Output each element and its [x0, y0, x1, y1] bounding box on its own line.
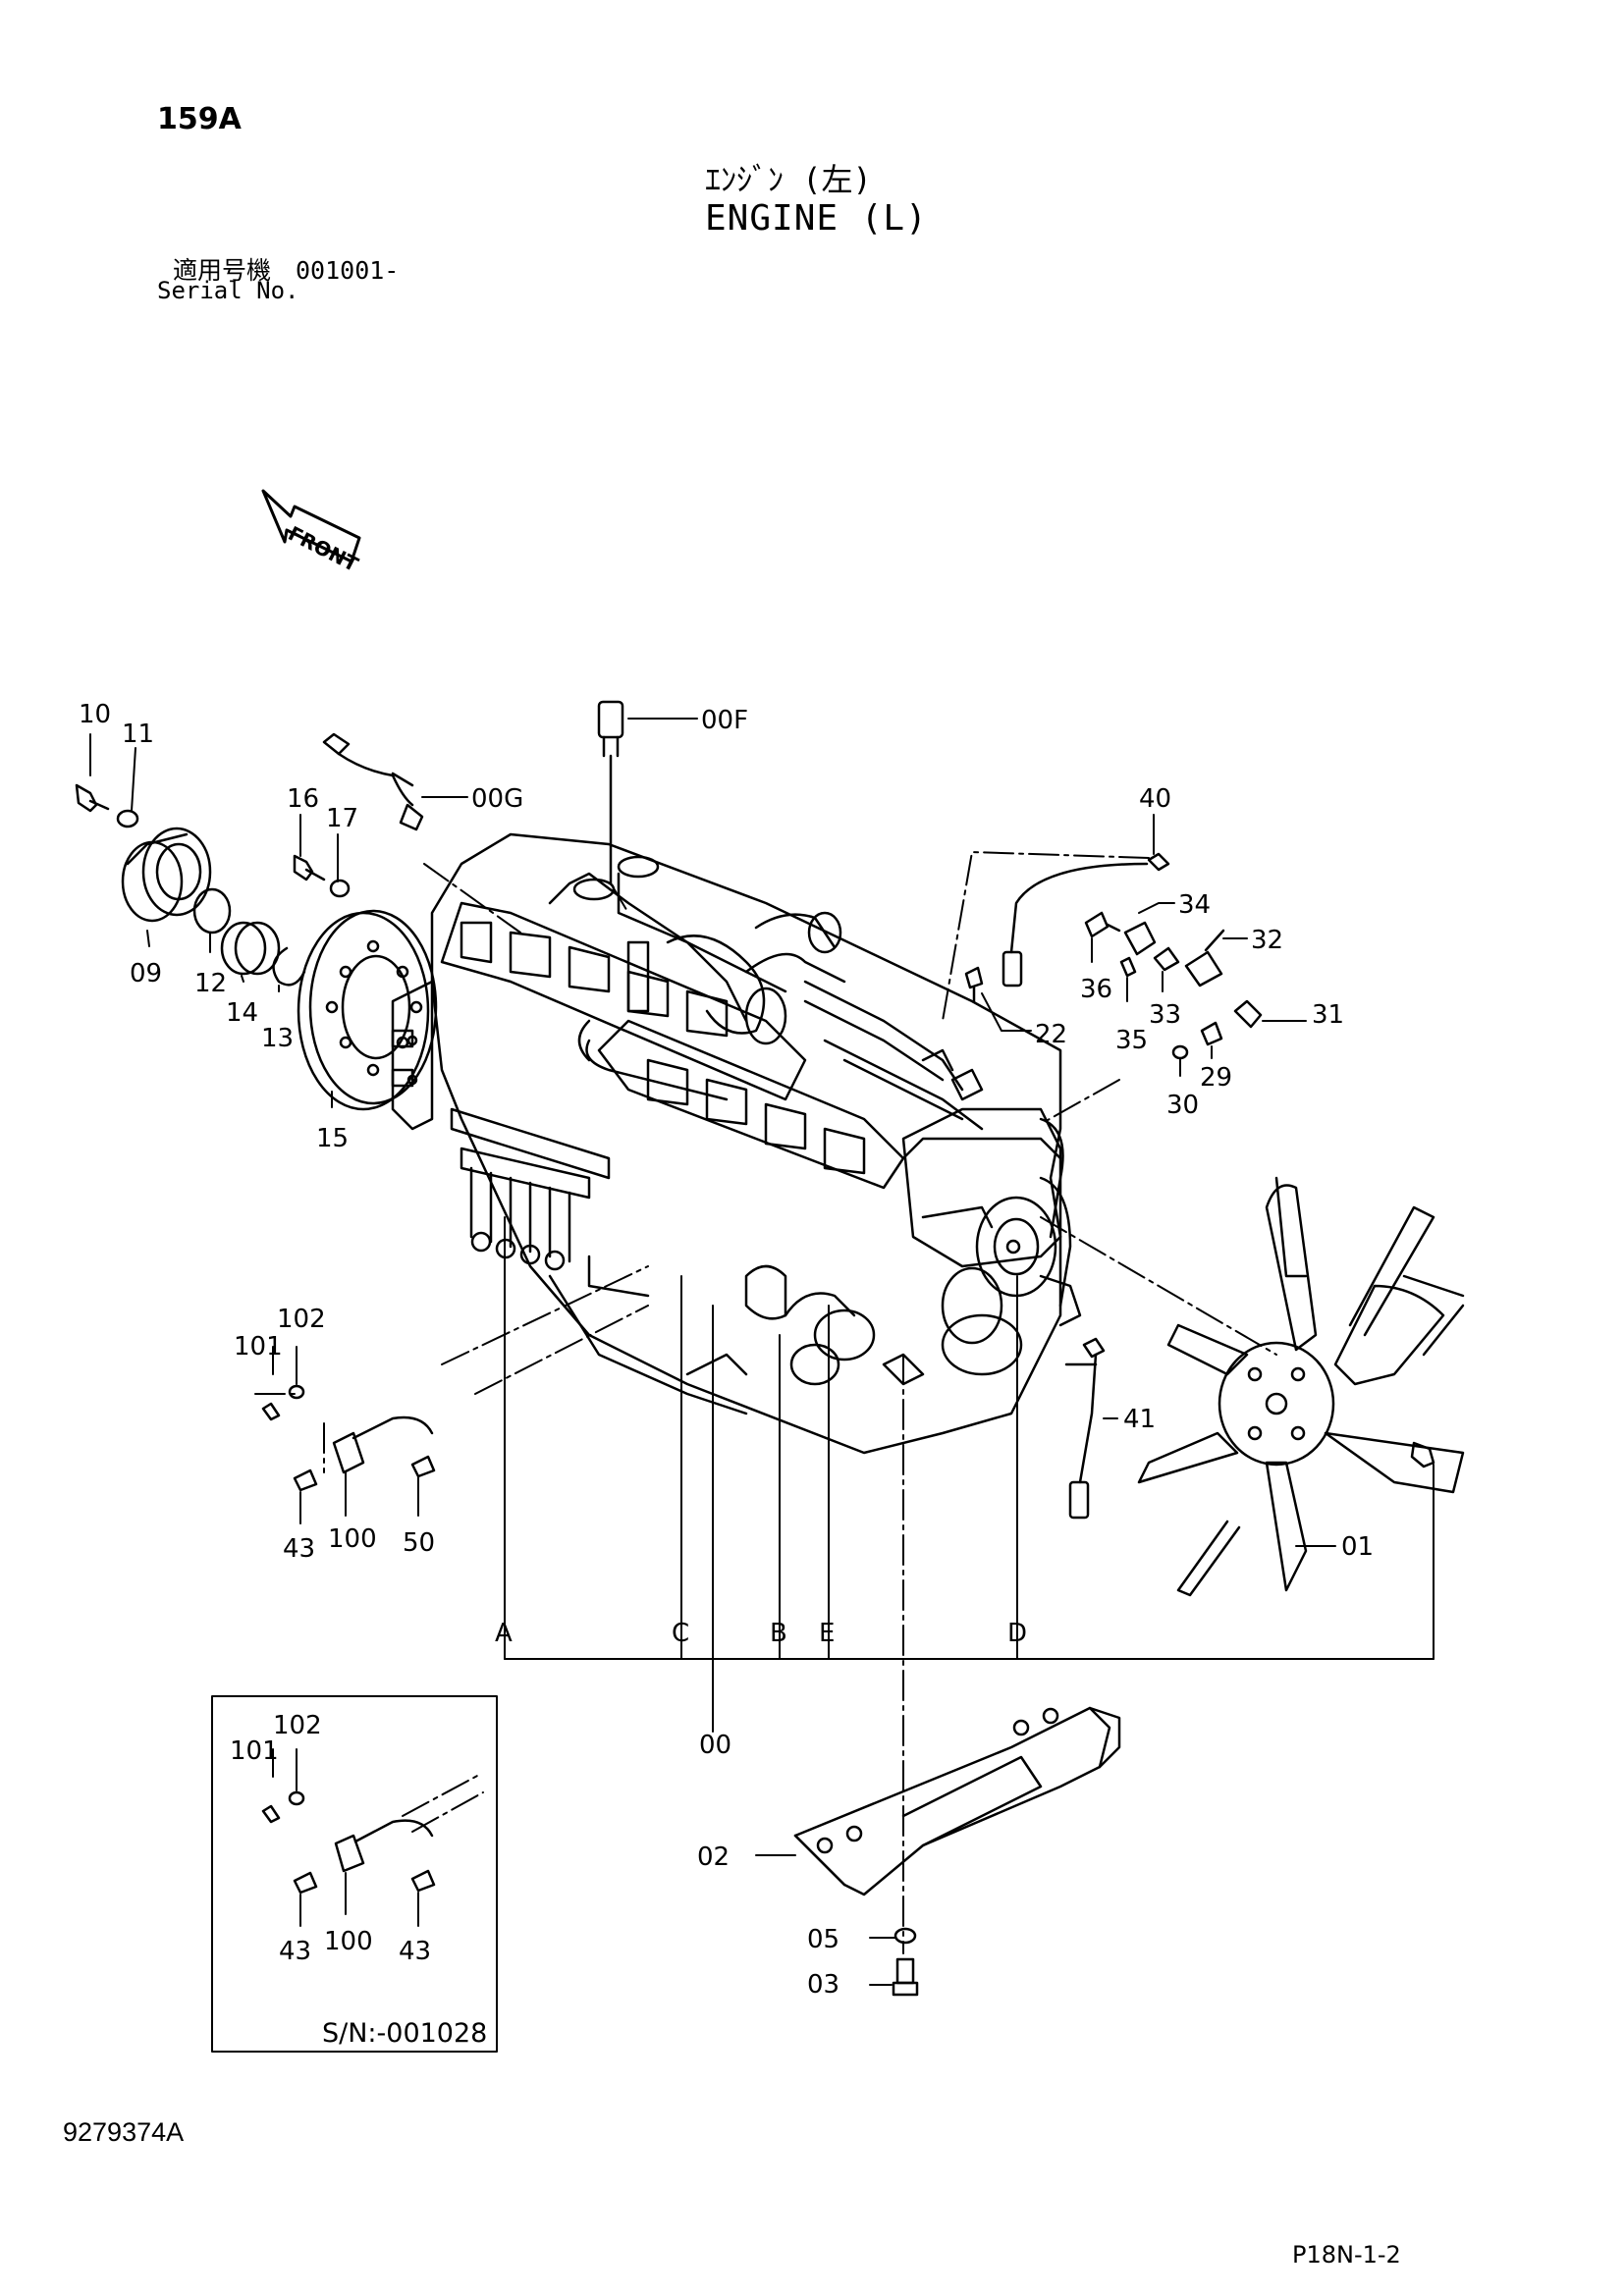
front-arrow-icon: FRONT [261, 489, 362, 576]
engine-assembly [391, 832, 1082, 1455]
label-15: 15 [316, 1124, 349, 1153]
index-E: E [819, 1619, 835, 1648]
reference-index-lines [504, 1216, 1435, 1733]
sensor-00F [597, 700, 624, 885]
serial-inset-box [211, 1695, 498, 2053]
label-102: 102 [277, 1305, 326, 1334]
inset-label-100: 100 [324, 1927, 373, 1956]
page-code: P18N-1-2 [1292, 2241, 1401, 2269]
flywheel-parts [75, 732, 438, 1111]
label-50: 50 [403, 1528, 435, 1558]
leader-lines [89, 718, 1435, 1986]
inset-label-43-left: 43 [279, 1937, 311, 1966]
inset-serial-range: S/N:-001028 [322, 2018, 487, 2049]
label-01: 01 [1341, 1532, 1374, 1562]
part-labels: 10 11 09 12 14 13 16 17 15 00G 00F 40 34… [79, 700, 1374, 2049]
document-code: 9279374A [63, 2117, 185, 2147]
phantom-lines [254, 851, 1277, 1954]
label-03: 03 [807, 1970, 839, 2000]
label-40: 40 [1139, 784, 1171, 814]
title-japanese: ｴﾝｼﾞﾝ (左) [705, 161, 872, 198]
page-number: 159A [157, 102, 242, 136]
label-43: 43 [283, 1534, 315, 1564]
label-17: 17 [326, 804, 358, 833]
label-100: 100 [328, 1524, 377, 1554]
label-22: 22 [1035, 1020, 1067, 1049]
label-16: 16 [287, 784, 319, 814]
cooling-fan [1137, 1176, 1465, 1597]
label-09: 09 [130, 959, 162, 988]
index-B: B [770, 1619, 787, 1648]
label-36: 36 [1080, 975, 1112, 1004]
label-30: 30 [1166, 1091, 1199, 1120]
serial-label-japanese: 適用号機 001001- [173, 256, 400, 285]
label-31: 31 [1312, 1000, 1344, 1030]
hose-fittings [964, 852, 1263, 1520]
label-32: 32 [1251, 926, 1283, 955]
front-arrow-label: FRONT [285, 521, 362, 576]
title-english: ENGINE (L) [705, 198, 928, 239]
label-11: 11 [122, 720, 154, 749]
label-14: 14 [226, 998, 258, 1028]
oil-pipe-assembly [261, 1384, 436, 1492]
label-35: 35 [1115, 1026, 1148, 1055]
label-29: 29 [1200, 1063, 1232, 1093]
index-D: D [1007, 1619, 1027, 1648]
engine-mount-bracket [793, 1706, 1121, 1997]
inset-label-43-right: 43 [399, 1937, 431, 1966]
inset-label-102: 102 [273, 1711, 322, 1740]
label-10: 10 [79, 700, 111, 729]
label-00G: 00G [471, 784, 523, 814]
index-C: C [672, 1619, 689, 1648]
serial-label-english: Serial No. [157, 277, 299, 304]
label-34: 34 [1178, 890, 1211, 920]
label-13: 13 [261, 1024, 294, 1053]
label-41: 41 [1123, 1405, 1156, 1434]
label-02: 02 [697, 1842, 730, 1872]
inset-label-101: 101 [230, 1736, 279, 1766]
label-05: 05 [807, 1925, 839, 1954]
label-00F: 00F [701, 706, 748, 735]
label-12: 12 [194, 969, 227, 998]
label-00: 00 [699, 1731, 731, 1760]
index-A: A [495, 1619, 513, 1648]
label-101: 101 [234, 1332, 283, 1362]
label-33: 33 [1149, 1000, 1181, 1030]
